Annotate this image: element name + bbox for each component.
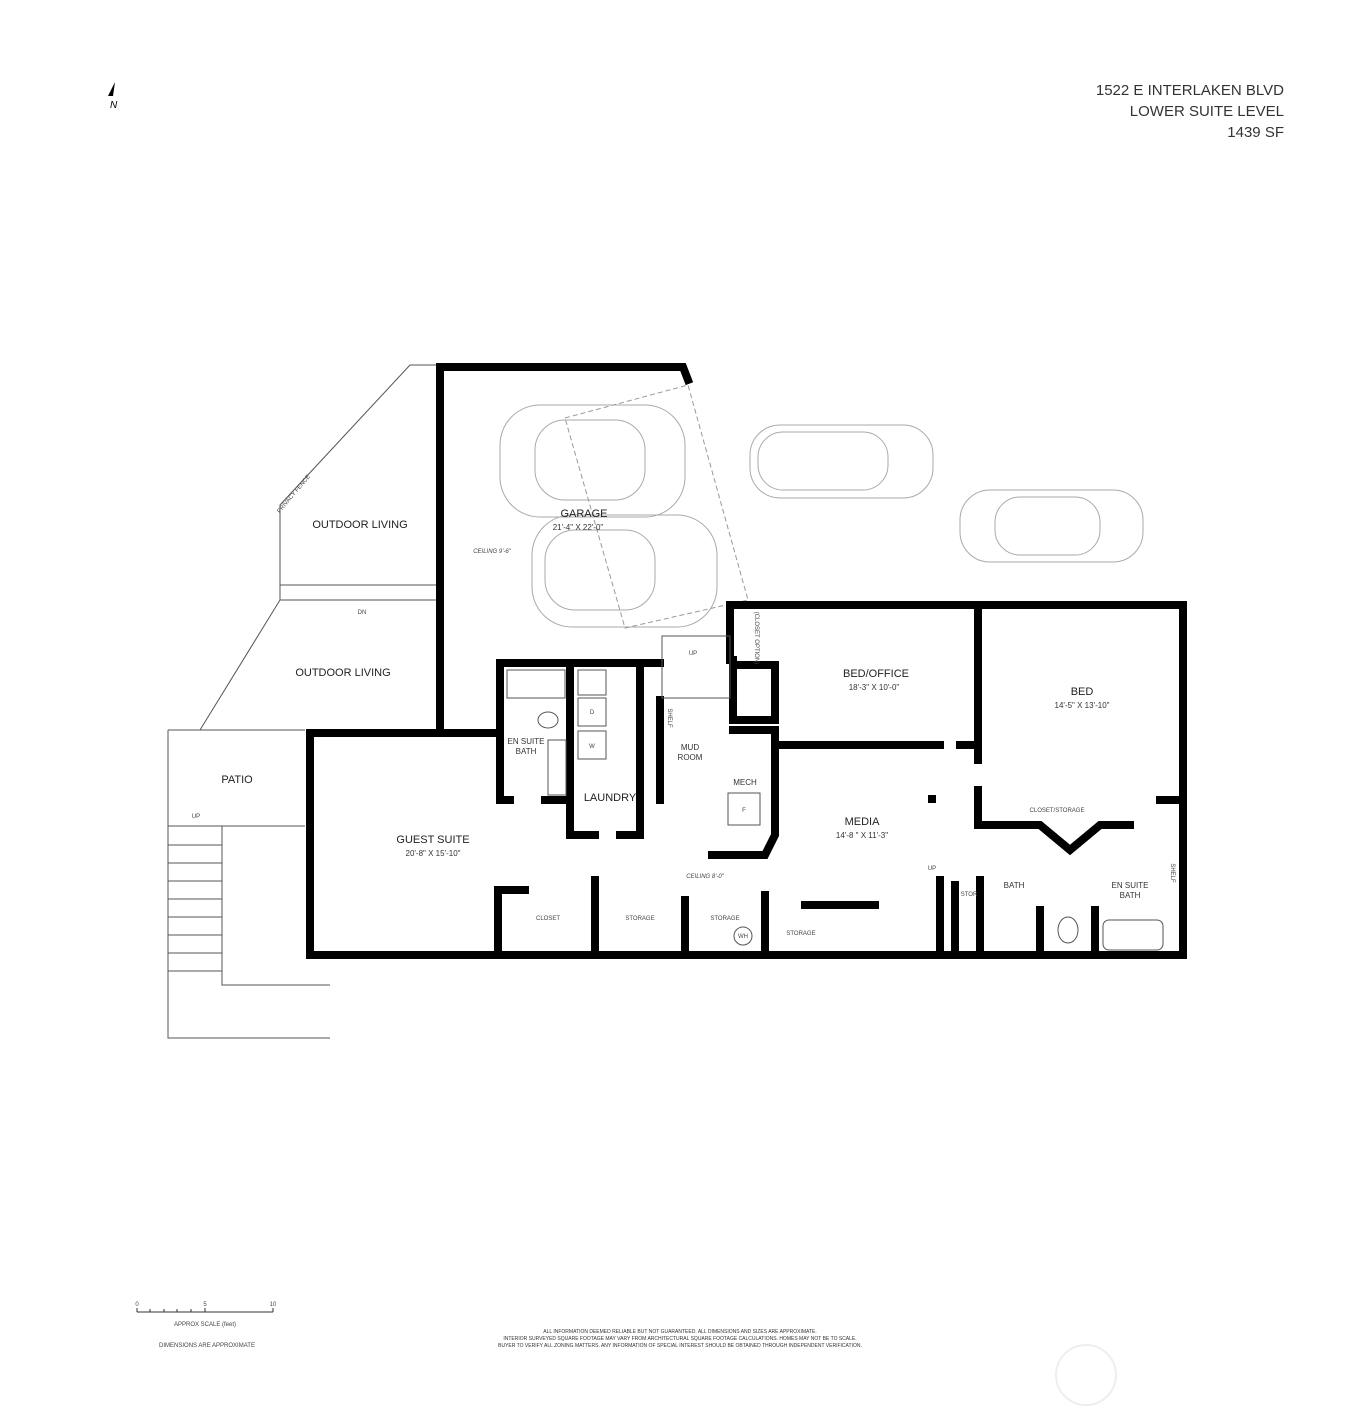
- level: LOWER SUITE LEVEL: [1129, 103, 1284, 120]
- watermark-logo: [1055, 1344, 1117, 1406]
- laundry-label: LAUNDRY: [584, 792, 637, 804]
- dn-label: DN: [358, 610, 367, 616]
- mud-room-label-2: ROOM: [678, 753, 703, 762]
- closet-option-label: (CLOSET OPTION): [753, 612, 759, 665]
- car-outlines: [499, 384, 1144, 629]
- disclaimer: ALL INFORMATION DEEMED RELIABLE BUT NOT …: [430, 1329, 930, 1350]
- bed-office-label: BED/OFFICE: [843, 668, 909, 680]
- walls: [306, 363, 1187, 959]
- address: 1522 E INTERLAKEN BLVD: [1095, 82, 1284, 99]
- ensuite-bath-label-2: BATH: [516, 747, 537, 756]
- closet-storage-label: CLOSET/STORAGE: [1030, 808, 1085, 814]
- property-header: 1522 E INTERLAKEN BLVD LOWER SUITE LEVEL…: [1096, 80, 1284, 143]
- storage-label-2: STORAGE: [710, 916, 739, 922]
- ceiling-label: CEILING 8'-0": [686, 874, 724, 880]
- garage-label: GARAGE: [560, 508, 607, 520]
- washer-label: W: [589, 744, 595, 750]
- stor-label: STOR: [961, 892, 978, 898]
- fixtures: [506, 635, 1164, 951]
- patio-label: PATIO: [221, 774, 253, 786]
- disclaimer-line: INTERIOR SURVEYED SQUARE FOOTAGE MAY VAR…: [503, 1336, 857, 1342]
- outdoor-living-2-label: OUTDOOR LIVING: [295, 667, 390, 679]
- scale-tick-5: 5: [203, 1302, 207, 1308]
- scale-tick-10: 10: [270, 1302, 277, 1308]
- mud-up-label: UP: [689, 651, 697, 657]
- outdoor-living-label: OUTDOOR LIVING: [312, 519, 407, 531]
- dryer-label: D: [590, 710, 595, 716]
- water-heater-label: WH: [738, 934, 748, 940]
- bed-label: BED: [1071, 686, 1094, 698]
- garage-dims: 21'-4" X 22'-0": [553, 523, 604, 532]
- bed-dims: 14'-5" X 13'-10": [1055, 701, 1110, 710]
- media-up-label: UP: [928, 866, 936, 872]
- guest-suite-dims: 20'-8" X 15'-10": [406, 849, 461, 858]
- closet-label: CLOSET: [536, 916, 560, 922]
- mud-room-label: MUD: [681, 743, 699, 752]
- disclaimer-line: ALL INFORMATION DEEMED RELIABLE BUT NOT …: [543, 1329, 817, 1335]
- ensuite-bath-label: EN SUITE: [508, 737, 545, 746]
- ensuite-bath-2-label-2: BATH: [1120, 891, 1141, 900]
- scale-bar: 0 5 10 APPROX SCALE (feet) DIMENSIONS AR…: [135, 1302, 277, 1349]
- media-label: MEDIA: [845, 816, 881, 828]
- area: 1439 SF: [1227, 124, 1284, 141]
- privacy-fence-label: PRIVACY FENCE: [277, 474, 312, 514]
- outdoor-outlines: [167, 364, 440, 1039]
- north-label: N: [110, 100, 118, 111]
- scale-tick-0: 0: [135, 1302, 139, 1308]
- ensuite-bath-2-label: EN SUITE: [1112, 881, 1149, 890]
- garage-ceiling: CEILING 9'-6": [473, 549, 511, 555]
- mech-label: MECH: [733, 778, 757, 787]
- patio-up-label: UP: [192, 814, 200, 820]
- dimensions-note: DIMENSIONS ARE APPROXIMATE: [159, 1343, 255, 1349]
- shelf-2-label: SHELF: [1169, 863, 1175, 883]
- media-dims: 14'-8 " X 11'-3": [836, 831, 888, 840]
- furnace-label: F: [742, 808, 746, 814]
- bed-office-dims: 18'-3" X 10'-0": [849, 683, 900, 692]
- disclaimer-line: BUYER TO VERIFY ALL ZONING MATTERS. ANY …: [498, 1343, 862, 1349]
- scale-label: APPROX SCALE (feet): [174, 1322, 236, 1328]
- north-arrow-icon: N: [108, 82, 118, 111]
- guest-suite-label: GUEST SUITE: [396, 834, 469, 846]
- shelf-label: SHELF: [666, 708, 672, 728]
- storage-label-1: STORAGE: [625, 916, 654, 922]
- storage-label-3: STORAGE: [786, 931, 815, 937]
- bath-label: BATH: [1004, 881, 1025, 890]
